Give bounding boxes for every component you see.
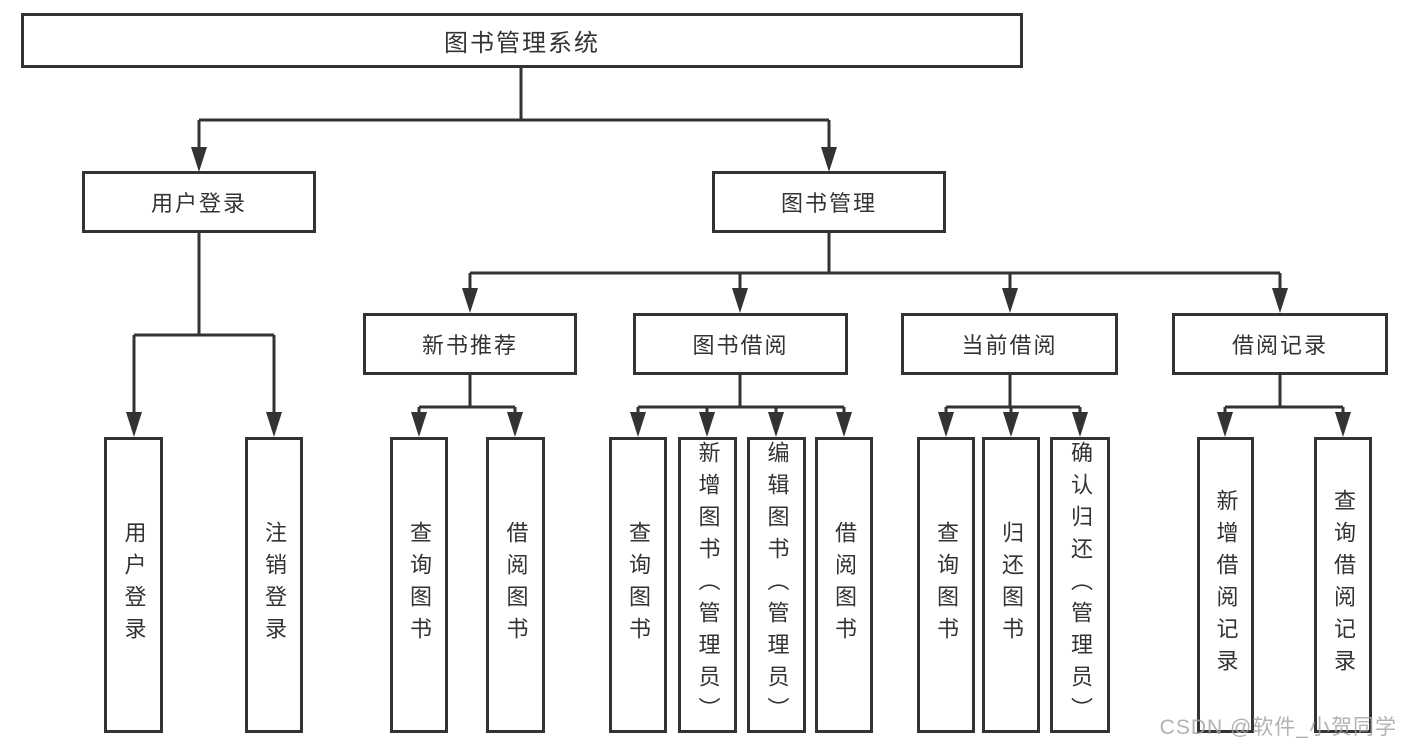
node-label: 查询图书 bbox=[626, 521, 651, 649]
leaf-edit-books-admin: 编辑图书（管理员） bbox=[747, 437, 806, 733]
node-label: 归还图书 bbox=[999, 521, 1024, 649]
node-label: 新书推荐 bbox=[421, 333, 518, 358]
leaf-user-login: 用户登录 bbox=[104, 437, 163, 733]
node-root: 图书管理系统 bbox=[21, 13, 1023, 68]
node-label: 查询借阅记录 bbox=[1331, 489, 1356, 681]
leaf-query-books-recommend: 查询图书 bbox=[390, 437, 448, 733]
leaf-return-books: 归还图书 bbox=[982, 437, 1040, 733]
leaf-confirm-return-admin: 确认归还（管理员） bbox=[1050, 437, 1110, 733]
leaf-query-books-borrow: 查询图书 bbox=[609, 437, 667, 733]
node-label: 确认归还（管理员） bbox=[1068, 441, 1093, 729]
node-label: 查询图书 bbox=[934, 521, 959, 649]
node-label: 用户登录 bbox=[150, 191, 247, 216]
node-label: 借阅图书 bbox=[503, 521, 529, 649]
leaf-borrow-books-recommend: 借阅图书 bbox=[486, 437, 545, 733]
node-label: 编辑图书（管理员） bbox=[764, 441, 790, 729]
leaf-add-borrow-record: 新增借阅记录 bbox=[1197, 437, 1254, 733]
node-label: 借阅记录 bbox=[1231, 333, 1328, 358]
node-label: 图书借阅 bbox=[692, 333, 789, 358]
node-label: 借阅图书 bbox=[832, 521, 857, 649]
csdn-watermark: CSDN @软件_小贺同学 bbox=[1159, 716, 1397, 739]
node-new-book-recommend: 新书推荐 bbox=[363, 313, 577, 375]
node-label: 新增借阅记录 bbox=[1213, 489, 1239, 681]
leaf-logout: 注销登录 bbox=[245, 437, 303, 733]
leaf-borrow-books: 借阅图书 bbox=[815, 437, 873, 733]
node-label: 当前借阅 bbox=[961, 333, 1058, 358]
node-label: 新增图书（管理员） bbox=[695, 441, 721, 729]
leaf-add-books-admin: 新增图书（管理员） bbox=[678, 437, 737, 733]
node-label: 用户登录 bbox=[121, 521, 147, 649]
node-book-borrow: 图书借阅 bbox=[633, 313, 848, 375]
leaf-query-borrow-record: 查询借阅记录 bbox=[1314, 437, 1372, 733]
node-label: 图书管理 bbox=[780, 191, 877, 216]
node-current-borrow: 当前借阅 bbox=[901, 313, 1118, 375]
node-book-management: 图书管理 bbox=[712, 171, 946, 233]
node-label: 图书管理系统 bbox=[444, 30, 600, 57]
leaf-query-books-current: 查询图书 bbox=[917, 437, 975, 733]
node-label: 查询图书 bbox=[407, 521, 432, 649]
node-user-login: 用户登录 bbox=[82, 171, 316, 233]
arrowheads bbox=[126, 147, 1351, 437]
node-borrow-records: 借阅记录 bbox=[1172, 313, 1388, 375]
node-label: 注销登录 bbox=[262, 521, 287, 649]
